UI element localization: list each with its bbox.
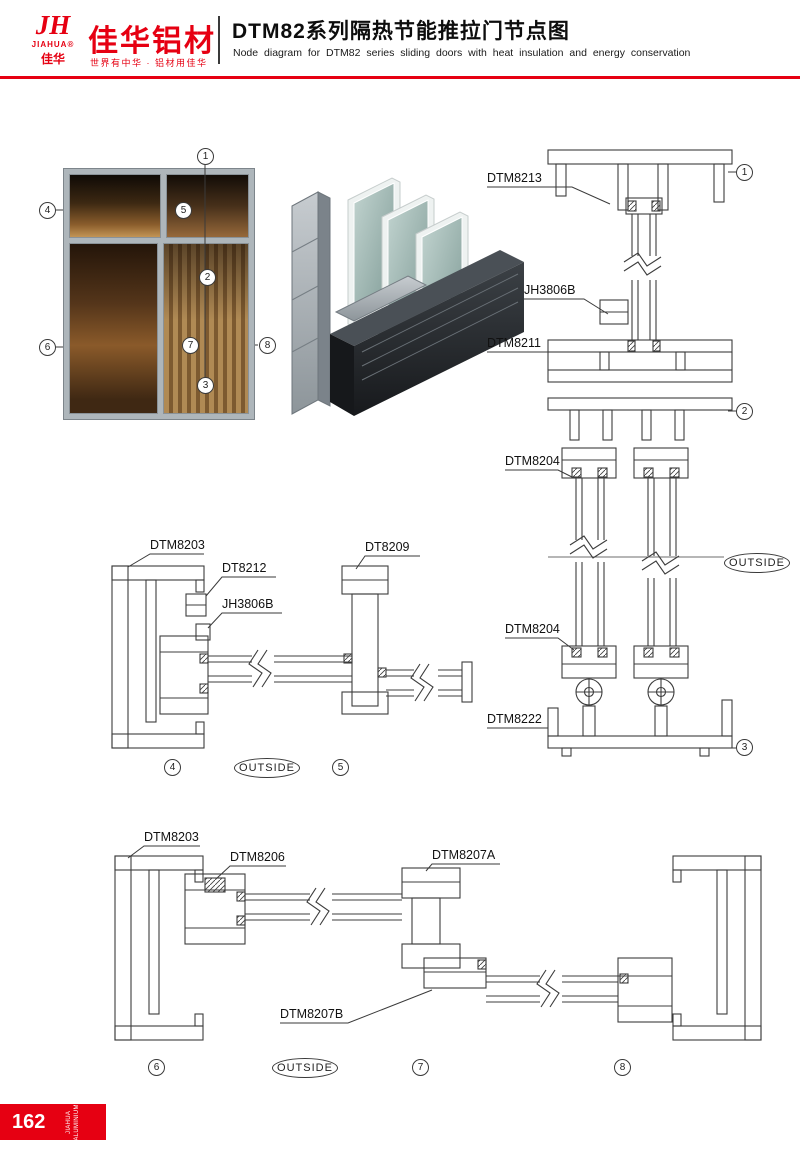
label-dtm8204-bottom: DTM8204 (505, 622, 560, 636)
callout-3-right: 3 (736, 739, 753, 756)
page-number: 162 (12, 1110, 46, 1133)
label-dtm8204-top: DTM8204 (505, 454, 560, 468)
label-dtm8207b: DTM8207B (280, 1007, 344, 1021)
registered-mark: ® (67, 40, 75, 49)
bottom-section-drawing (114, 855, 762, 1041)
right-section-drawing (547, 149, 733, 757)
jiahua-logo-monogram: JH (35, 10, 71, 40)
label-dtm8203-mid: DTM8203 (150, 538, 205, 552)
footer-brand-line2: ALUMINIUM (74, 1103, 81, 1141)
callout-4-mid: 4 (164, 759, 181, 776)
photo-transom-row (69, 174, 249, 238)
jiahua-logo-en: JIAHUA® (24, 40, 82, 50)
break-symbol (315, 887, 330, 926)
roller-wheel (647, 678, 675, 706)
break-symbol (569, 535, 608, 550)
label-jh3806b-right: JH3806B (524, 283, 576, 297)
page-subtitle: Node diagram for DTM82 series sliding do… (233, 47, 691, 59)
callout-2-photo: 2 (199, 269, 216, 286)
roller-wheel (575, 678, 603, 706)
label-dtm8222: DTM8222 (487, 712, 542, 726)
door-photo (63, 168, 255, 420)
break-symbol (641, 551, 680, 566)
label-dtm8203-bottom: DTM8203 (144, 830, 199, 844)
photo-door-left (69, 243, 159, 414)
header-divider (218, 16, 220, 64)
break-symbol (257, 649, 272, 688)
jiahua-logo: JH JIAHUA® 佳华 (24, 10, 82, 66)
callout-5-photo: 5 (175, 202, 192, 219)
render-glass-pane (347, 177, 401, 329)
callout-7-bottom: 7 (412, 1059, 429, 1076)
callout-5-mid: 5 (332, 759, 349, 776)
callout-2-right: 2 (736, 403, 753, 420)
outside-label-bottom: OUTSIDE (272, 1058, 338, 1078)
label-dtm8213: DTM8213 (487, 171, 542, 185)
label-dtm8206: DTM8206 (230, 850, 285, 864)
break-symbol (536, 969, 551, 1008)
break-symbol (306, 887, 321, 926)
label-jh3806b-mid: JH3806B (222, 597, 274, 611)
break-symbol (569, 544, 608, 559)
break-symbol (410, 663, 425, 702)
break-symbol (641, 560, 680, 575)
header-rule (0, 76, 800, 79)
logo-en-text: JIAHUA (31, 40, 68, 49)
break-symbol (419, 663, 434, 702)
callout-3-photo: 3 (197, 377, 214, 394)
render-glass-pane (415, 211, 469, 363)
callout-8-bottom: 8 (614, 1059, 631, 1076)
outside-label-mid: OUTSIDE (234, 758, 300, 778)
callout-8-photo: 8 (259, 337, 276, 354)
footer-page-bar: 162 JIAHUA ALUMINIUM (0, 1104, 106, 1140)
callout-1-right: 1 (736, 164, 753, 181)
jiahua-logo-cn: 佳华 (40, 52, 65, 66)
label-dtm8207a: DTM8207A (432, 848, 496, 862)
callout-6-photo: 6 (39, 339, 56, 356)
break-symbol (248, 649, 263, 688)
render-glass-pane (381, 194, 435, 346)
brand-name: 佳华铝材 (88, 25, 216, 58)
page-title: DTM82系列隔热节能推拉门节点图 (232, 20, 570, 43)
callout-7-photo: 7 (182, 337, 199, 354)
label-dt8209: DT8209 (365, 540, 410, 554)
callout-6-bottom: 6 (148, 1059, 165, 1076)
mid-section-drawing (111, 565, 473, 749)
callout-1-photo: 1 (197, 148, 214, 165)
product-render (291, 177, 524, 416)
brand-tagline: 世界有中华 · 铝材用佳华 (90, 58, 208, 68)
break-symbol (623, 252, 662, 267)
break-symbol (623, 261, 662, 276)
label-dtm8211: DTM8211 (487, 336, 541, 350)
footer-brand: JIAHUA ALUMINIUM (65, 1104, 82, 1140)
photo-door-row (69, 243, 249, 414)
label-dt8212: DT8212 (222, 561, 267, 575)
photo-transom-left (69, 174, 161, 238)
break-symbol (545, 969, 560, 1008)
callout-4-photo: 4 (39, 202, 56, 219)
outside-label-right: OUTSIDE (724, 553, 790, 573)
